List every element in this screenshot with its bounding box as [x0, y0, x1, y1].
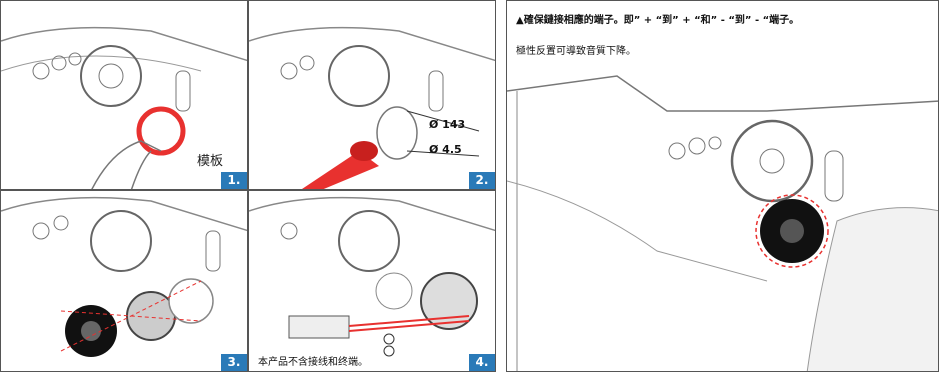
step-2-illustration: [249, 26, 495, 189]
step-number-badge: 2.: [469, 172, 495, 189]
step-1-panel: 模板 1.: [0, 0, 248, 190]
template-label: 模板: [197, 154, 224, 169]
polarity-warning-detail: 極性反置可導致音質下降。: [516, 46, 636, 57]
step-3-panel: 3.: [0, 190, 248, 372]
boat-overview-illustration: [507, 75, 938, 371]
step-3-illustration: [1, 196, 247, 357]
step-number-badge: 4.: [469, 354, 495, 371]
step-number-badge: 1.: [221, 172, 247, 189]
step-4-illustration: [249, 196, 495, 357]
outer-diameter-label: Ø 143: [429, 118, 466, 131]
hole-diameter-label: Ø 4.5: [429, 143, 462, 156]
step-2-panel: Ø 143 Ø 4.5 2.: [248, 0, 496, 190]
step-1-illustration: [1, 26, 247, 189]
overview-panel: ▲確保鏈接相應的端子。即” + “到” + “和” - “到” - “端子。 極…: [506, 0, 939, 372]
step-number-badge: 3.: [221, 354, 247, 371]
wiring-note: 本产品不含接线和终端。: [258, 357, 368, 368]
step-4-panel: 本产品不含接线和终端。 4.: [248, 190, 496, 372]
polarity-warning: ▲確保鏈接相應的端子。即” + “到” + “和” - “到” - “端子。: [516, 15, 800, 26]
